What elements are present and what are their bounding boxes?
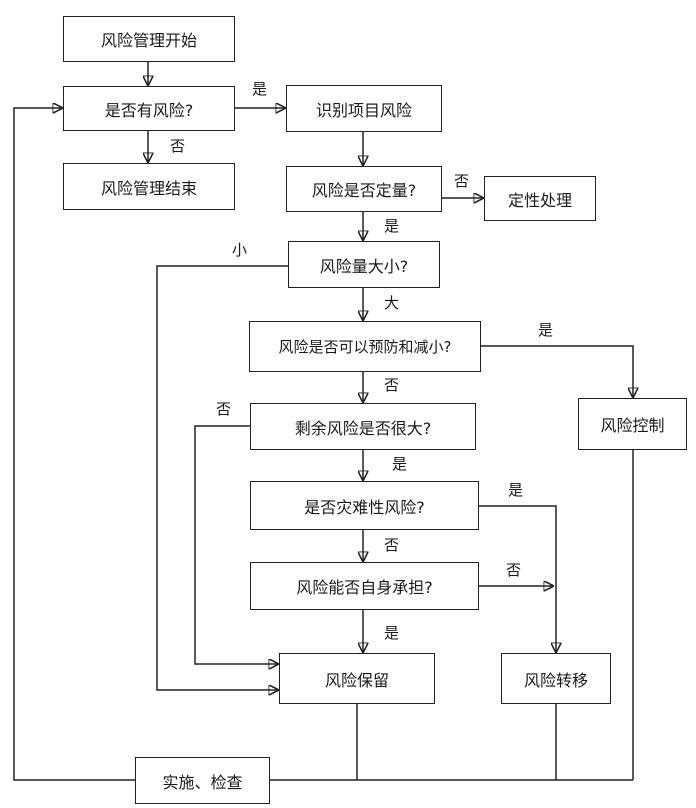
node-end: 风险管理结束 — [63, 163, 235, 210]
arrow-catastrophic-yes — [479, 505, 556, 652]
node-qualitative: 定性处理 — [484, 176, 596, 221]
label-has-risk-yes: 是 — [252, 80, 268, 98]
node-control: 风险控制 — [578, 398, 687, 450]
label-magnitude-small: 小 — [232, 241, 248, 259]
node-preventable: 风险是否可以预防和减小? — [249, 321, 481, 372]
node-transfer: 风险转移 — [501, 653, 611, 704]
label-preventable-no: 否 — [384, 376, 400, 394]
arrow-residual-no — [194, 425, 278, 664]
label-residual-yes: 是 — [392, 455, 408, 473]
label-quantify-yes: 是 — [384, 217, 400, 235]
label-preventable-yes: 是 — [538, 321, 554, 339]
node-start: 风险管理开始 — [63, 16, 235, 62]
label-magnitude-large: 大 — [384, 294, 400, 312]
label-residual-no: 否 — [216, 400, 232, 418]
node-self-bear: 风险能否自身承担? — [250, 562, 479, 610]
arrow-magnitude-small — [156, 265, 288, 690]
node-retain: 风险保留 — [279, 653, 435, 704]
label-self-bear-yes: 是 — [384, 624, 400, 642]
node-has-risk: 是否有风险? — [63, 86, 235, 131]
node-implement: 实施、检查 — [135, 757, 270, 804]
label-catastrophic-yes: 是 — [508, 481, 524, 499]
label-quantify-no: 否 — [454, 172, 470, 190]
label-has-risk-no: 否 — [170, 137, 186, 155]
node-quantify: 风险是否定量? — [286, 166, 442, 212]
node-magnitude: 风险量大小? — [288, 241, 440, 288]
label-self-bear-no: 否 — [506, 561, 522, 579]
node-identify: 识别项目风险 — [286, 85, 442, 132]
label-catastrophic-no: 否 — [384, 536, 400, 554]
arrow-feedback-loop — [13, 108, 135, 781]
arrow-preventable-yes — [481, 345, 633, 397]
node-residual: 剩余风险是否很大? — [250, 403, 476, 450]
node-catastrophic: 是否灾难性风险? — [250, 481, 479, 530]
